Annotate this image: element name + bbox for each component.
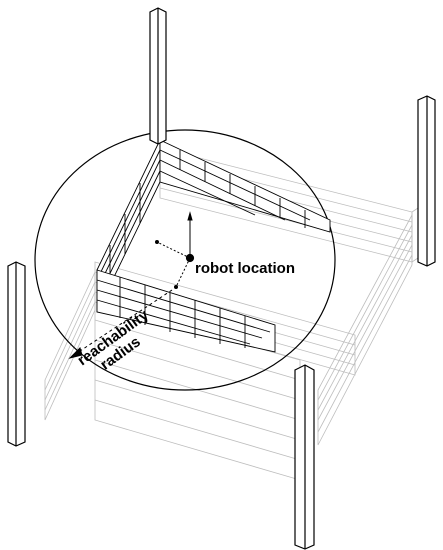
column-front-left [7,261,26,447]
planned-wall-left [44,271,96,421]
column-back-right [417,95,436,267]
built-wall-front [96,269,276,353]
robot-location-label: robot location [195,260,295,277]
built-wall-back-right [159,139,331,233]
robot-location-dot [185,253,195,263]
reachability-circle [34,129,336,391]
column-front-right [294,364,315,550]
column-back-left [149,7,167,145]
planned-wall-front-right [317,214,413,446]
reachability-radius-arrow [68,289,173,359]
robot-location-marker [155,211,195,289]
